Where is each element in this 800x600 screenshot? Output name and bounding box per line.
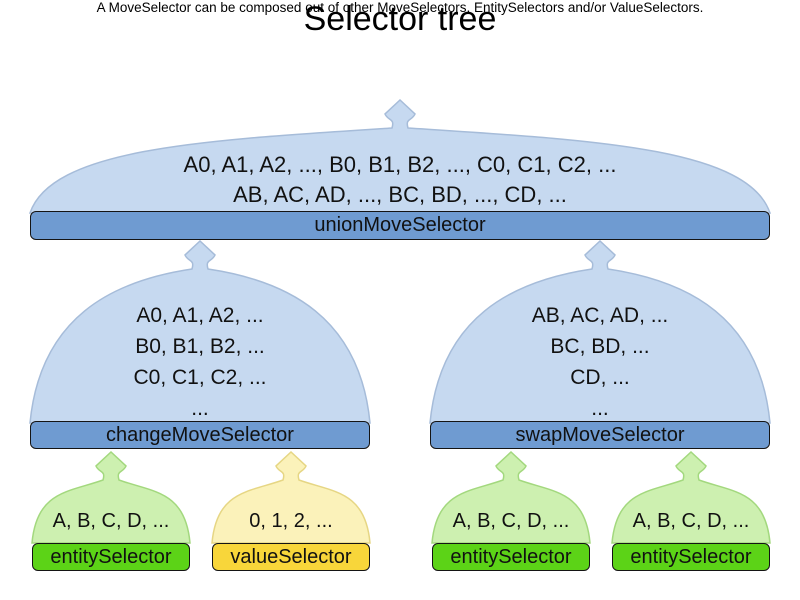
value-selector-bar: valueSelector: [212, 543, 370, 571]
entity-selector-balloon-1: [31, 450, 191, 544]
entity-selector-items-1: A, B, C, D, ...: [32, 509, 190, 533]
items-line: A, B, C, D, ...: [52, 510, 170, 532]
items-line: AB, AC, AD, ...: [531, 304, 669, 327]
bar-label: changeMoveSelector: [106, 423, 294, 446]
union-move-selector-balloon: [28, 98, 772, 214]
items-line: BC, BD, ...: [550, 335, 650, 358]
entity-selector-items-2: A, B, C, D, ...: [432, 509, 590, 533]
value-selector-items: 0, 1, 2, ...: [212, 509, 370, 533]
balloon-shape: [611, 450, 771, 544]
union-move-selector-bar: unionMoveSelector: [30, 211, 770, 240]
balloon-shape: [29, 239, 371, 424]
bar-label: swapMoveSelector: [515, 423, 685, 446]
items-line: B0, B1, B2, ...: [135, 335, 265, 358]
bar-label: unionMoveSelector: [314, 214, 486, 236]
swap-move-selector-bar: swapMoveSelector: [430, 421, 770, 449]
union-move-selector-items: A0, A1, A2, ..., B0, B1, B2, ..., C0, C1…: [30, 150, 770, 210]
items-line: ...: [591, 397, 609, 420]
items-line: C0, C1, C2, ...: [133, 366, 267, 389]
items-line: A, B, C, D, ...: [632, 510, 750, 532]
items-line: 0, 1, 2, ...: [249, 510, 333, 532]
entity-selector-items-3: A, B, C, D, ...: [612, 509, 770, 533]
swap-move-selector-items: AB, AC, AD, ... BC, BD, ... CD, ... ...: [430, 300, 770, 424]
entity-selector-balloon-2: [431, 450, 591, 544]
bar-label: valueSelector: [230, 545, 352, 568]
balloon-shape: [211, 450, 371, 544]
items-line: ...: [191, 397, 209, 420]
entity-selector-bar-1: entitySelector: [32, 543, 190, 571]
entity-selector-bar-2: entitySelector: [432, 543, 590, 571]
page-subtitle: A MoveSelector can be composed out of ot…: [96, 0, 704, 15]
bar-label: entitySelector: [50, 545, 172, 568]
items-line: A0, A1, A2, ..., B0, B1, B2, ..., C0, C1…: [183, 152, 617, 177]
balloon-shape: [431, 450, 591, 544]
items-line: AB, AC, AD, ..., BC, BD, ..., CD, ...: [233, 182, 567, 207]
balloon-shape: [31, 450, 191, 544]
entity-selector-bar-3: entitySelector: [612, 543, 770, 571]
bar-label: entitySelector: [630, 545, 752, 568]
balloon-shape: [429, 239, 771, 424]
swap-move-selector-balloon: [429, 239, 771, 424]
items-line: A, B, C, D, ...: [452, 510, 570, 532]
change-move-selector-balloon: [29, 239, 371, 424]
items-line: A0, A1, A2, ...: [136, 304, 264, 327]
entity-selector-balloon-3: [611, 450, 771, 544]
items-line: CD, ...: [570, 366, 630, 389]
page-title: Selector tree: [303, 0, 497, 38]
value-selector-balloon: [211, 450, 371, 544]
bar-label: entitySelector: [450, 545, 572, 568]
change-move-selector-items: A0, A1, A2, ... B0, B1, B2, ... C0, C1, …: [30, 300, 370, 424]
balloon-shape: [28, 98, 772, 214]
change-move-selector-bar: changeMoveSelector: [30, 421, 370, 449]
